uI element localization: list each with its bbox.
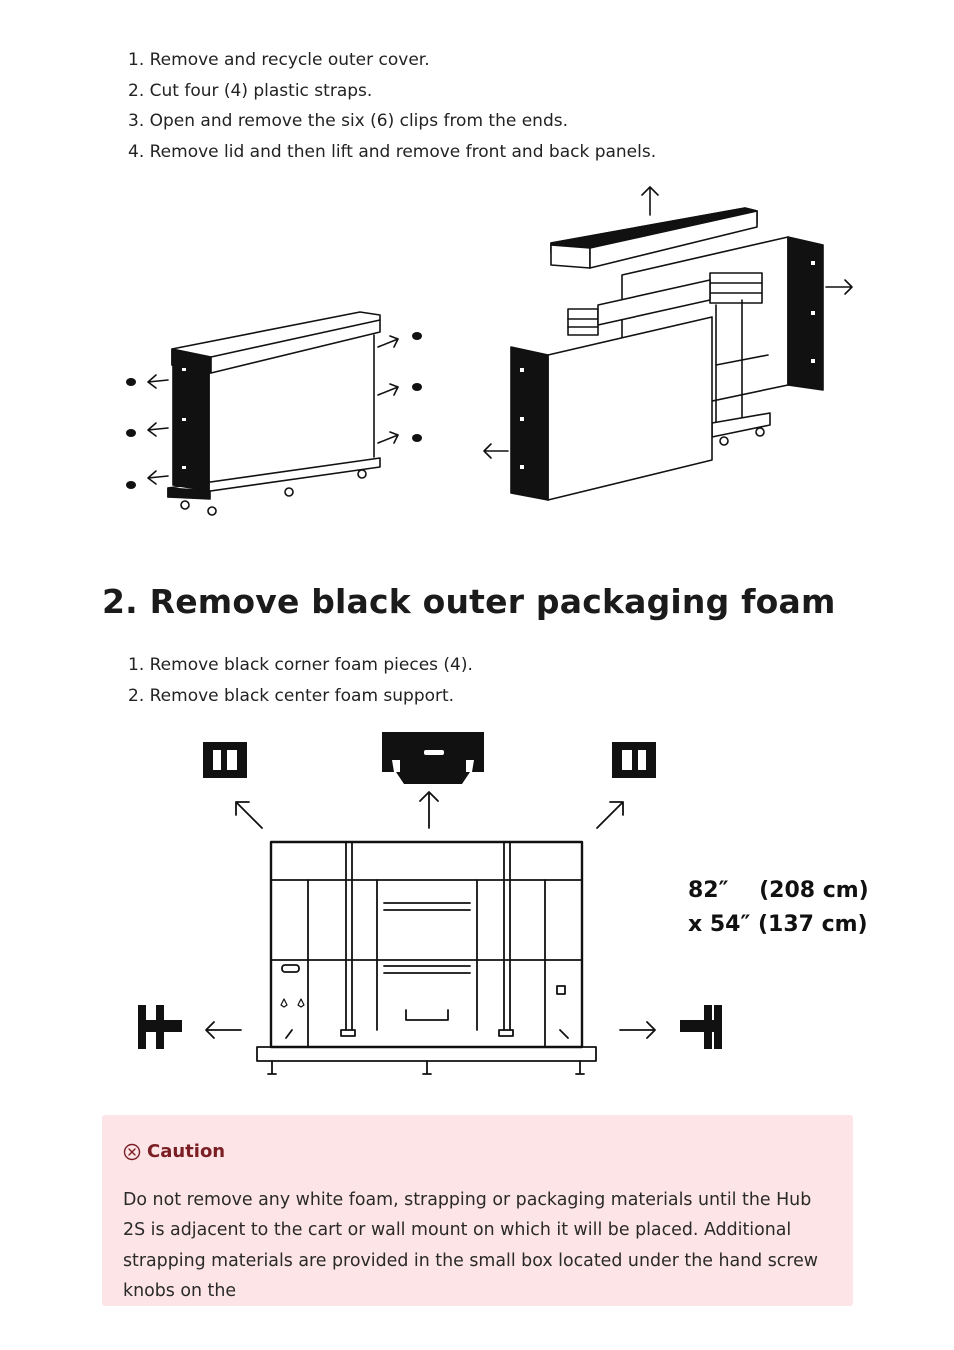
caution-title: Caution	[147, 1141, 226, 1162]
display-back-drawing	[269, 840, 584, 1049]
center-foam-support	[382, 732, 484, 784]
section-title: 2. Remove black outer packaging foam	[102, 582, 836, 621]
dimension-line-1: 82″ (208 cm)	[688, 878, 869, 903]
list-item: 1. Remove and recycle outer cover.	[128, 50, 430, 70]
corner-foam-bottom-left	[138, 1005, 182, 1049]
corner-foam-top-right	[612, 742, 656, 778]
list-item: 2. Cut four (4) plastic straps.	[128, 80, 373, 101]
caution-box: Caution Do not remove any white foam, st…	[102, 1115, 853, 1306]
circle-x-icon	[123, 1143, 141, 1160]
clip-arrows-left	[182, 368, 186, 469]
foam-steps-list: 1. Remove black corner foam pieces (4). …	[128, 650, 473, 711]
caution-body: Do not remove any white foam, strapping …	[123, 1190, 819, 1302]
list-item: 2. Remove black center foam support.	[128, 685, 455, 706]
caution-header: Caution	[123, 1141, 225, 1162]
corner-foam-bottom-right	[680, 1005, 722, 1049]
clip-icons	[126, 332, 422, 489]
display-dimensions: 82″ (208 cm) x 54″ (137 cm)	[688, 874, 869, 942]
unpack-steps-list: 1. Remove and recycle outer cover. 2. Cu…	[128, 45, 656, 168]
crate-unpacking-illustration	[126, 186, 853, 516]
corner-foam-top-left	[203, 742, 247, 778]
dimension-line-2: x 54″ (137 cm)	[688, 912, 868, 937]
list-item: 4. Remove lid and then lift and remove f…	[128, 142, 657, 163]
open-crate-drawing	[483, 186, 853, 501]
list-item: 3. Open and remove the six (6) clips fro…	[128, 111, 569, 132]
foam-removal-illustration	[138, 732, 722, 1075]
list-item: 1. Remove black corner foam pieces (4).	[128, 655, 473, 675]
closed-crate-drawing	[167, 311, 381, 516]
display-stand-drawing	[256, 1046, 597, 1075]
